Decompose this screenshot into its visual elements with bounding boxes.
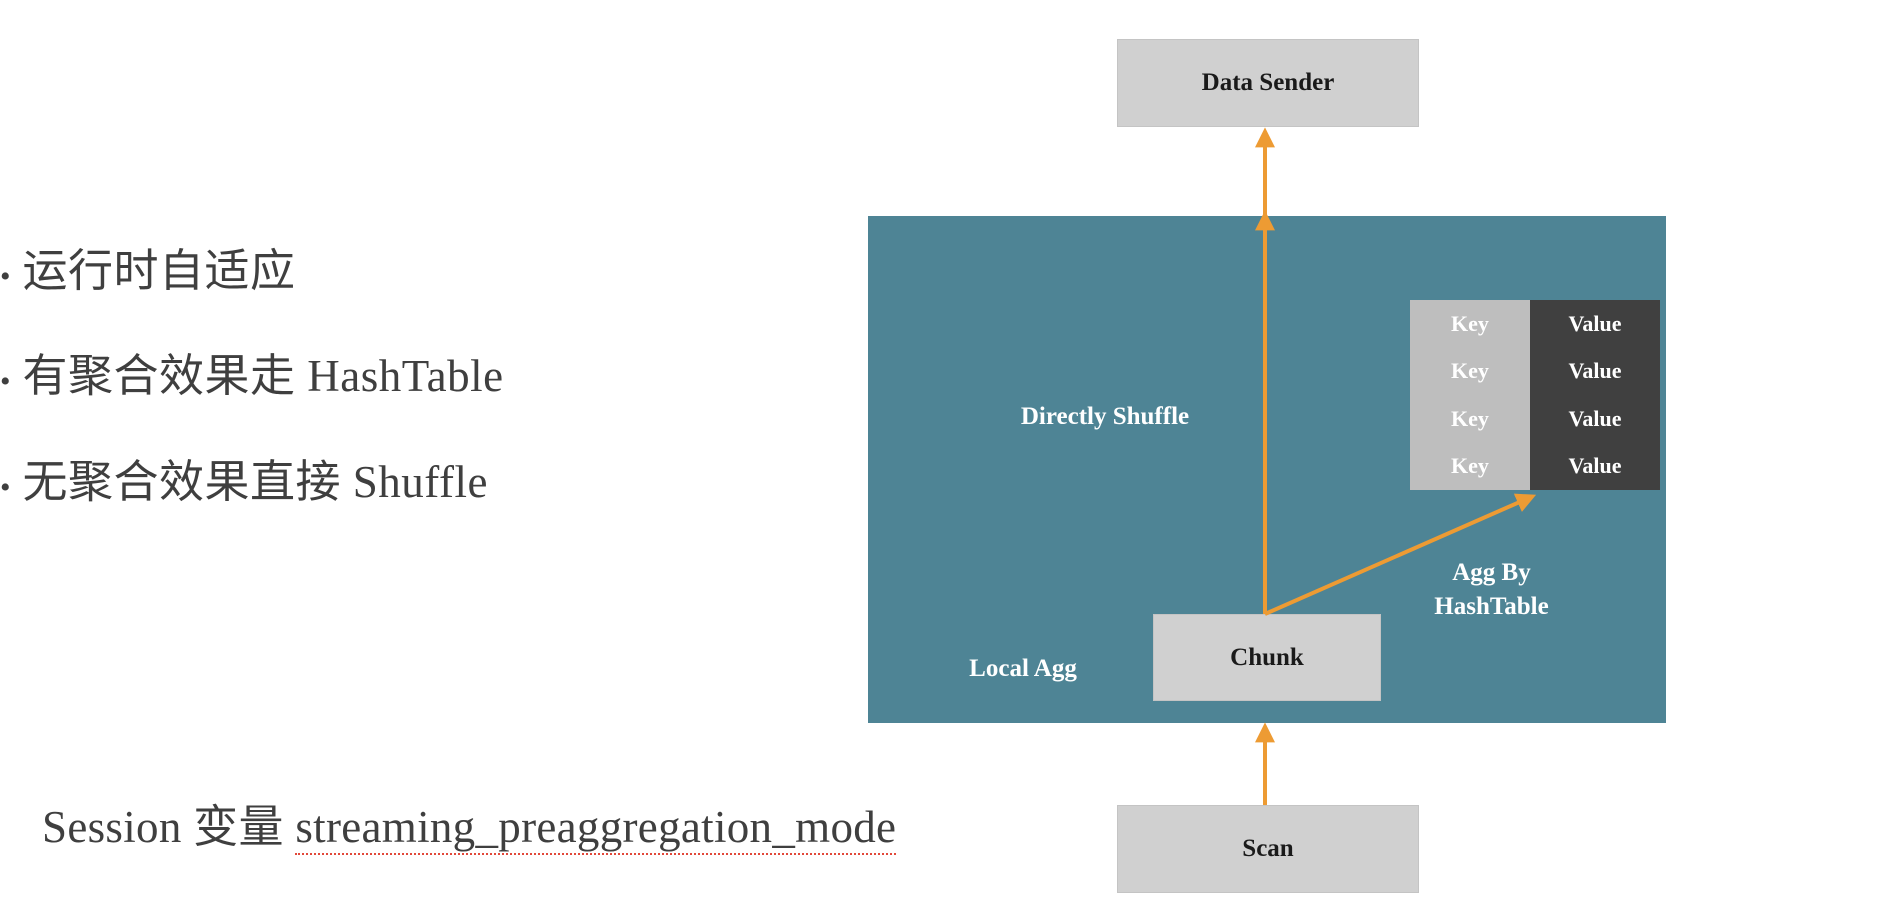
bullet-text: 运行时自适应	[22, 246, 296, 296]
hashtable-key-column: Key Key Key Key	[1410, 300, 1530, 490]
label-directly-shuffle: Directly Shuffle	[1020, 403, 1190, 430]
label-agg-by-hashtable: Agg By HashTable	[1414, 556, 1569, 624]
bullet-marker-icon: •	[0, 470, 11, 504]
bullet-text: 无聚合效果直接 Shuffle	[22, 456, 488, 507]
node-scan: Scan	[1117, 805, 1419, 893]
hashtable-value-cell: Value	[1568, 310, 1622, 336]
hashtable-key-cell: Key	[1451, 310, 1489, 336]
hashtable-key-cell: Key	[1451, 405, 1489, 431]
label-local-agg: Local Agg	[969, 655, 1077, 682]
node-chunk: Chunk	[1153, 614, 1381, 701]
list-item: • 无聚合效果直接 Shuffle	[0, 456, 700, 507]
bullet-marker-icon: •	[0, 365, 11, 399]
list-item: • 有聚合效果走 HashTable	[0, 351, 700, 402]
hashtable-block: Key Key Key Key Value Value Value Value	[1410, 300, 1660, 490]
hashtable-value-cell: Value	[1568, 453, 1622, 479]
session-variable-note: Session 变量 streaming_preaggregation_mode	[42, 790, 897, 855]
bullet-list: • 运行时自适应 • 有聚合效果走 HashTable • 无聚合效果直接 Sh…	[0, 246, 700, 564]
label-agg-by-hashtable-line2: HashTable	[1434, 592, 1549, 620]
session-note-prefix: Session 变量	[42, 802, 296, 852]
hashtable-key-cell: Key	[1451, 453, 1489, 479]
bullet-text: 有聚合效果走 HashTable	[22, 351, 504, 402]
label-agg-by-hashtable-line1: Agg By	[1452, 559, 1531, 586]
session-variable-name: streaming_preaggregation_mode	[295, 802, 897, 855]
hashtable-value-column: Value Value Value Value	[1530, 300, 1660, 490]
list-item: • 运行时自适应	[0, 246, 700, 296]
node-data-sender: Data Sender	[1117, 39, 1419, 127]
hashtable-value-cell: Value	[1568, 358, 1622, 384]
hashtable-key-cell: Key	[1451, 358, 1489, 384]
bullet-marker-icon: •	[0, 260, 11, 293]
hashtable-value-cell: Value	[1568, 405, 1622, 431]
